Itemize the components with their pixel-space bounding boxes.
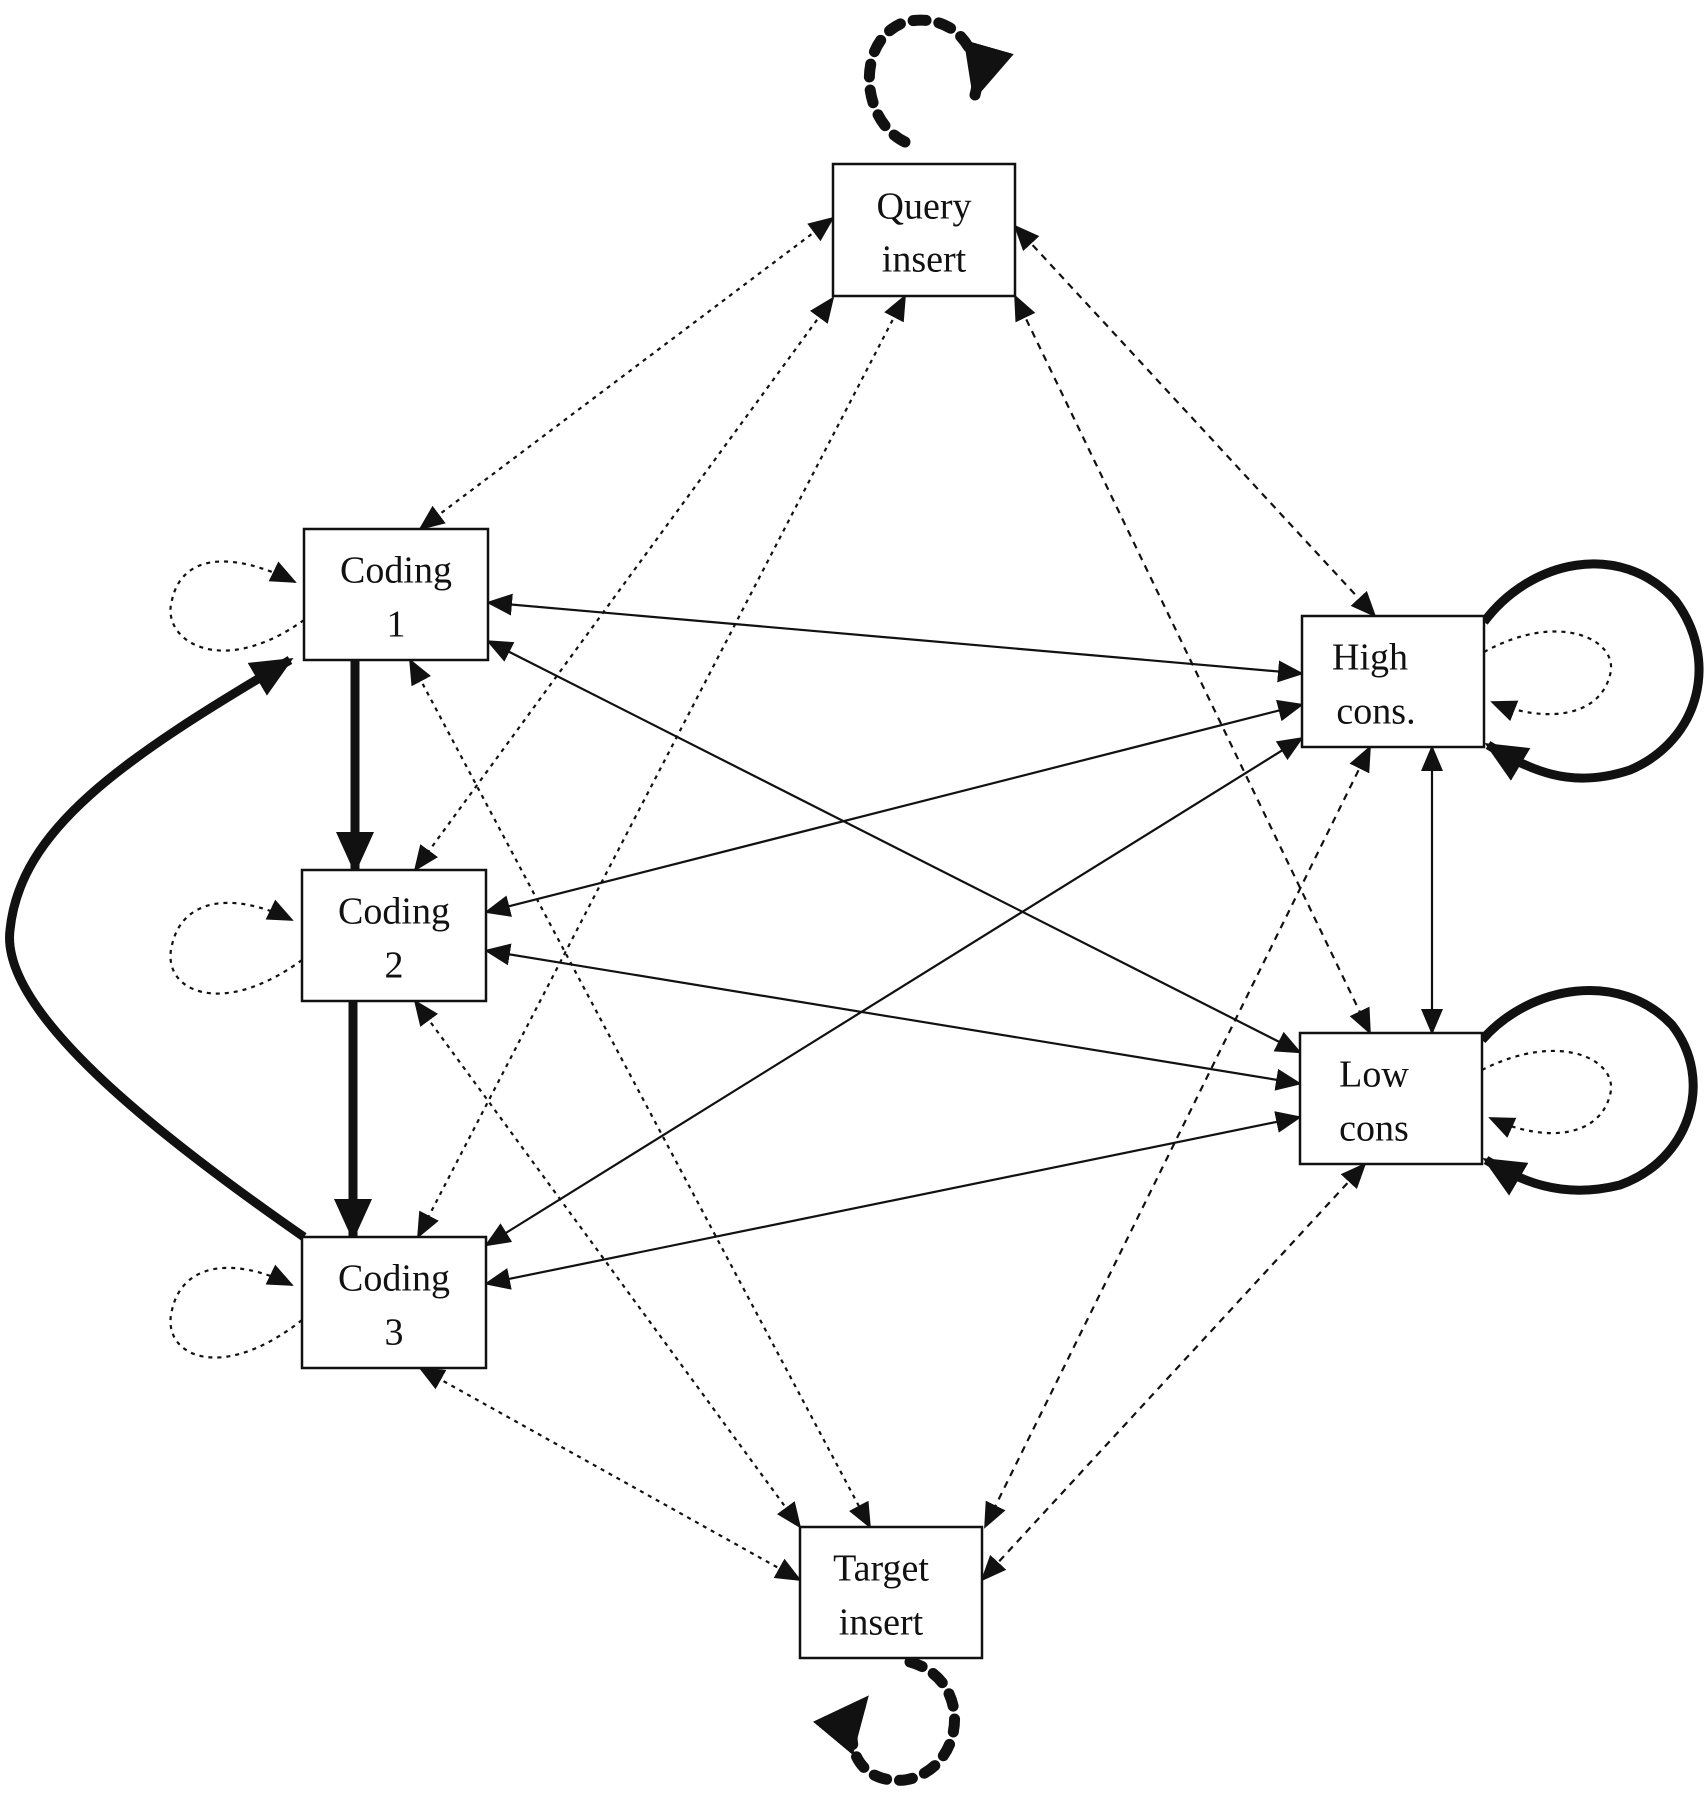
node-label-line1: Target xyxy=(833,1548,929,1590)
self-loops-layer xyxy=(169,14,1704,1786)
node-label-line1: Coding xyxy=(338,1258,450,1300)
self-loop-coding-1-dotted-thin xyxy=(169,560,305,652)
node-label-line2: cons xyxy=(1339,1108,1409,1150)
self-loop-low-cons-solid-thick xyxy=(1478,986,1698,1196)
node-label-line2: cons. xyxy=(1336,691,1415,733)
self-loop-high-cons-dotted-thin xyxy=(1483,630,1613,722)
node-low-cons: Low cons xyxy=(1298,1031,1484,1166)
edge-high-cons-to-target-insert xyxy=(984,745,1371,1529)
node-label-line2: insert xyxy=(882,239,967,281)
edge-coding-2-to-high-cons xyxy=(484,699,1304,917)
node-label-line2: insert xyxy=(839,1602,924,1644)
self-loop-coding-3-dotted-thin xyxy=(169,1264,303,1359)
self-loop-coding-2-dotted-thin xyxy=(169,899,303,995)
edge-query-insert-to-coding-3 xyxy=(417,294,906,1239)
edge-query-insert-to-high-cons xyxy=(1013,224,1377,618)
node-label-line2: 3 xyxy=(385,1312,404,1354)
node-label-line2: 1 xyxy=(387,604,406,646)
edge-low-cons-to-target-insert xyxy=(980,1162,1367,1582)
node-label-line1: Coding xyxy=(338,891,450,933)
edge-coding-2-to-low-cons xyxy=(484,943,1302,1091)
self-loop-target-insert-dashed-bold xyxy=(813,1656,961,1786)
edge-coding-3-to-target-insert xyxy=(418,1367,802,1581)
node-label-line1: High xyxy=(1332,637,1408,679)
edge-coding-3-to-coding-1 xyxy=(5,656,307,1241)
self-loop-low-cons-dotted-thin xyxy=(1481,1049,1613,1138)
node-coding-3: Coding 3 xyxy=(300,1235,488,1370)
self-loop-high-cons-solid-thick xyxy=(1480,559,1704,783)
edge-coding-1-to-target-insert xyxy=(409,658,871,1529)
node-query-insert: Query insert xyxy=(831,162,1017,298)
node-high-cons: High cons. xyxy=(1300,614,1486,749)
self-loop-query-insert-dashed-bold xyxy=(863,14,1014,148)
node-label-line1: Coding xyxy=(340,550,452,592)
edges-layer xyxy=(5,216,1443,1582)
edge-coding-3-to-low-cons xyxy=(484,1111,1302,1290)
node-coding-2: Coding 2 xyxy=(300,868,488,1003)
node-target-insert: Target insert xyxy=(798,1525,984,1660)
node-coding-1: Coding 1 xyxy=(302,527,490,662)
edge-query-insert-to-coding-1 xyxy=(418,216,835,531)
node-label-line2: 2 xyxy=(385,945,404,987)
node-label-line1: Query xyxy=(877,186,972,228)
node-label-line1: Low xyxy=(1339,1054,1409,1096)
